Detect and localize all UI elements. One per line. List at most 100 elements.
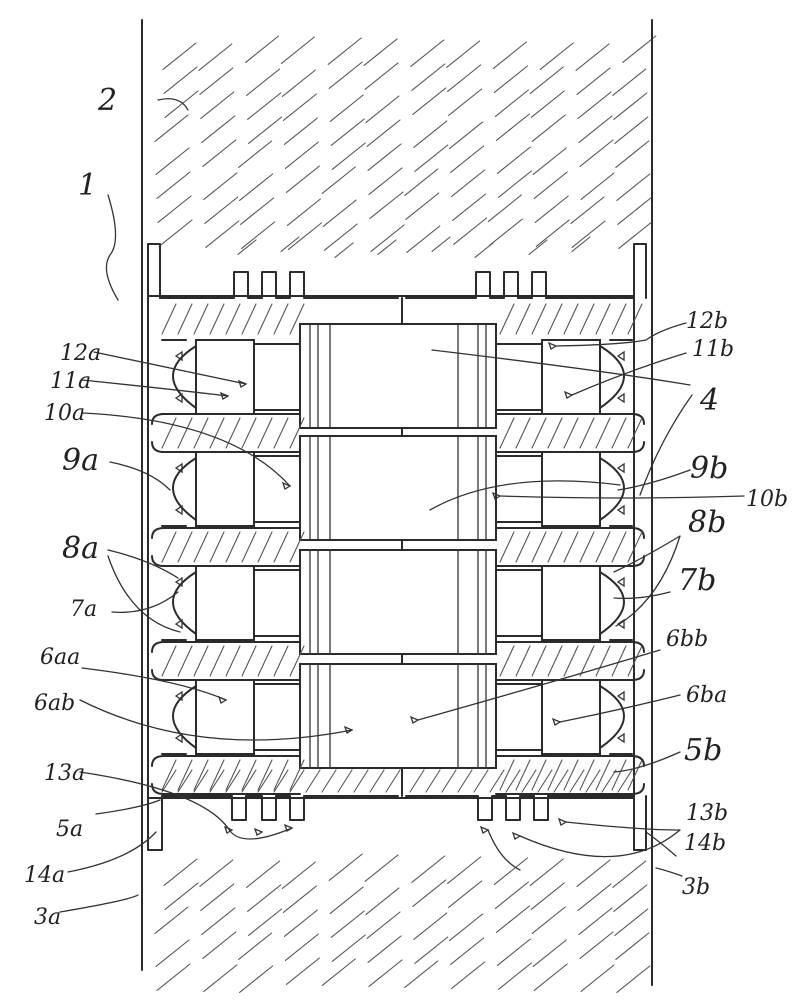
hatch-stroke <box>405 192 440 220</box>
hatch-stroke <box>329 94 364 122</box>
band-hatch <box>627 645 643 677</box>
hatch-stroke <box>497 962 532 990</box>
hatch-stroke <box>487 194 522 222</box>
arrow-head <box>551 717 562 726</box>
hatch-stroke <box>411 63 446 91</box>
hatch-stroke <box>239 173 274 201</box>
hatch-stroke <box>239 965 274 993</box>
hatch-stroke <box>368 959 403 987</box>
band-hatch <box>193 645 209 677</box>
hatch-stroke <box>366 119 401 147</box>
left-bulb <box>172 685 197 749</box>
hatch-stroke <box>158 219 193 247</box>
right-roller <box>541 565 601 641</box>
hatch-stroke <box>331 142 366 170</box>
hatch-stroke <box>248 908 283 936</box>
hatch-stroke <box>283 117 318 145</box>
band-hatch <box>273 531 289 563</box>
band-hatch <box>627 759 643 791</box>
arrow-head <box>283 823 294 832</box>
seal-marker <box>174 350 183 404</box>
band-hatch <box>241 303 257 335</box>
right-roller-journal <box>495 569 543 637</box>
band-hatch <box>385 769 401 793</box>
label-11a: 11a <box>50 369 91 394</box>
hatch-stroke <box>531 114 566 142</box>
hatch-stroke <box>280 236 300 252</box>
band-hatch <box>209 531 225 563</box>
band-hatch <box>595 303 611 335</box>
hatch-stroke <box>237 239 257 255</box>
hatch-stroke <box>205 220 240 248</box>
band-hatch <box>531 645 547 677</box>
central-roller <box>299 323 497 429</box>
hatch-stroke <box>613 884 648 912</box>
label-13a: 13a <box>44 761 85 786</box>
band-hatch <box>289 417 305 449</box>
hatch-stroke <box>331 934 366 962</box>
band-hatch <box>209 759 225 791</box>
arrow-head <box>557 817 568 826</box>
hatch-stroke <box>449 913 484 941</box>
hatch-stroke <box>431 236 451 252</box>
right-roller <box>541 451 601 527</box>
band-hatch <box>515 417 531 449</box>
right-bulb <box>599 345 625 409</box>
hatch-stroke <box>452 193 487 221</box>
hatch-stroke <box>157 195 192 223</box>
right-roller-journal <box>495 343 543 411</box>
hatch-stroke <box>413 912 448 940</box>
seal-marker <box>616 462 625 516</box>
lower-fins-left <box>161 795 399 821</box>
hatch-stroke <box>286 198 321 226</box>
bearing-row <box>161 549 633 655</box>
band-hatch <box>547 645 563 677</box>
hatch-stroke <box>532 147 567 175</box>
hatch-stroke <box>493 857 528 885</box>
bearing-row <box>161 435 633 541</box>
hatch-stroke <box>370 224 405 252</box>
band-hatch <box>193 769 209 793</box>
hatch-stroke <box>575 43 610 71</box>
band-hatch <box>273 417 289 449</box>
band-top <box>151 641 645 653</box>
band-hatch <box>353 769 369 793</box>
left-roller-journal <box>253 343 301 411</box>
arrow-head <box>511 831 522 840</box>
bearing-row <box>161 663 633 769</box>
band-hatch <box>595 645 611 677</box>
hatch-stroke <box>377 239 397 255</box>
hatch-stroke <box>450 937 485 965</box>
band-hatch <box>225 645 241 677</box>
band-hatch <box>305 769 321 793</box>
hatch-stroke <box>576 67 611 95</box>
hatch-stroke <box>531 906 566 934</box>
reference-labels: 1 2 4 12a 11a 10a 9a 8a 7a 6aa 6ab 13a 5… <box>24 83 788 930</box>
label-8a: 8a <box>62 531 99 566</box>
hatch-stroke <box>241 221 276 249</box>
hatch-stroke <box>240 197 275 225</box>
band-hatch <box>257 531 273 563</box>
hatch-stroke <box>247 92 282 120</box>
band-hatch <box>489 769 505 793</box>
hatch-stroke <box>155 147 190 175</box>
hatch-stroke <box>164 882 199 910</box>
hatch-stroke <box>614 116 649 144</box>
seal-marker <box>174 690 183 744</box>
bottom-band-hatch <box>161 769 633 793</box>
hatch-stroke <box>154 114 189 142</box>
hatch-stroke <box>414 144 449 172</box>
hatch-stroke <box>367 935 402 963</box>
central-roller <box>299 549 497 655</box>
hatch-stroke <box>201 115 236 143</box>
hatch-stroke <box>579 139 614 167</box>
band-hatch <box>515 645 531 677</box>
seal-marker <box>174 462 183 516</box>
hatch-stroke <box>412 879 447 907</box>
hatch-stroke <box>163 858 198 886</box>
band-hatch <box>563 645 579 677</box>
bearing-rows <box>151 303 645 795</box>
band-hatch <box>595 759 611 791</box>
hatch-stroke <box>322 199 357 227</box>
band-hatch <box>289 531 305 563</box>
